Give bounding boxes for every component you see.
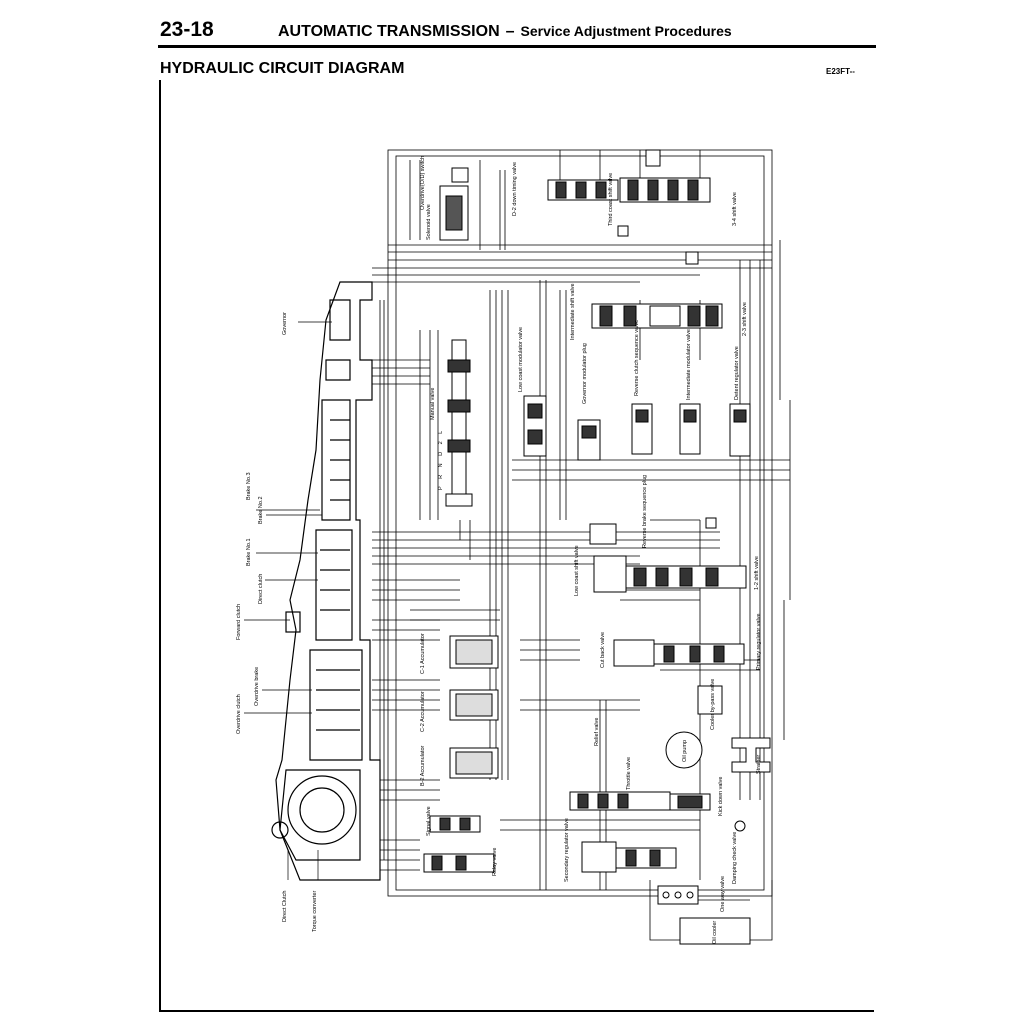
label-forward-clutch: Forward clutch [236,604,242,640]
label-cooler-bypass-valve: Cooler by-pass valve [710,679,716,730]
label-direct-clutch-2: Direct Clutch [282,891,288,922]
label-reverse-brake-sequence-plug: Reverse brake sequence plug [642,475,648,548]
label-c1-accumulator: C-1 Accumulator [420,633,426,674]
reference-code: E23FT-- [826,67,855,76]
label-primary-regulator-valve: Primary regulator valve [756,613,762,670]
label-intermediate-shift-valve: Intermediate shift valve [570,283,576,340]
page-number: 23-18 [160,18,214,41]
label-low-coast-modulator-valve: Low coast modulator valve [518,327,524,392]
label-relief-valve: Relief valve [594,718,600,746]
label-overdrive-switch: Overdrive(O/D) switch [420,156,426,210]
label-governor: Governor [282,312,288,335]
label-3-4-shift-valve: 3-4 shift valve [732,192,738,226]
label-c2-accumulator: C-2 Accumulator [420,691,426,732]
label-brake-no2: Brake No.2 [258,496,264,524]
label-brake-no3: Brake No.3 [246,472,252,500]
label-1-2-shift-valve: 1-2 shift valve [754,556,760,590]
label-signal-valve: Signal valve [426,806,432,836]
label-d2-down-timing-valve: D-2 down timing valve [512,162,518,216]
label-brake-no1: Brake No.1 [246,538,252,566]
label-overdrive-clutch: Overdrive clutch [236,694,242,734]
transmission-cross-section [271,281,381,881]
component-labels: Governor Brake No.3 Brake No.2 Brake No.… [236,156,762,944]
label-one-way-valve: One way valve [720,876,726,912]
running-title: AUTOMATIC TRANSMISSION–Service Adjustmen… [278,23,732,41]
chapter-subtitle: Service Adjustment Procedures [520,23,732,39]
title-separator: – [505,23,515,40]
label-oil-cooler: Oil cooler [712,921,718,944]
frame-bottom-rule [159,1010,874,1012]
valve-spools [423,149,771,945]
frame-left-rule [159,80,161,1012]
label-damping-check-valve: Damping check valve [732,832,738,884]
label-strainer: Strainer [756,755,762,774]
label-2-3-shift-valve: 2-3 shift valve [742,302,748,336]
label-overdrive-brake: Overdrive brake [254,667,260,706]
label-cut-back-valve: Cut back valve [600,632,606,668]
label-low-coast-shift-valve: Low coast shift valve [574,545,580,596]
label-governor-modulator-plug: Governor modulator plug [582,343,588,404]
label-intermediate-modulator-valve: Intermediate modulator valve [686,329,692,400]
label-solenoid-valve: Solenoid valve [426,204,432,240]
label-b2-accumulator: B-2 Accumulator [420,745,426,786]
section-title: HYDRAULIC CIRCUIT DIAGRAM [160,60,405,77]
chapter-title: AUTOMATIC TRANSMISSION [278,23,500,40]
label-reverse-clutch-sequence-valve: Reverse clutch sequence valve [634,320,640,396]
label-kick-down-valve: Kick down valve [718,777,724,816]
label-leaders-left [244,321,332,880]
label-relay-valve: Relay valve [492,848,498,876]
label-shift-positions: P R N D 2 L [438,428,444,490]
label-torque-converter: Torque converter [312,891,318,932]
label-third-coast-shift-valve: Third coast shift valve [608,173,614,226]
label-secondary-regulator-valve: Secondary regulator valve [564,818,570,882]
label-oil-pump: Oil pump [682,740,688,762]
label-detent-regulator-valve: Detent regulator valve [734,346,740,400]
label-manual-valve: Manual valve [430,388,436,420]
label-throttle-valve: Throttle valve [626,757,632,790]
header-rule [158,45,876,48]
label-direct-clutch: Direct clutch [258,574,264,604]
